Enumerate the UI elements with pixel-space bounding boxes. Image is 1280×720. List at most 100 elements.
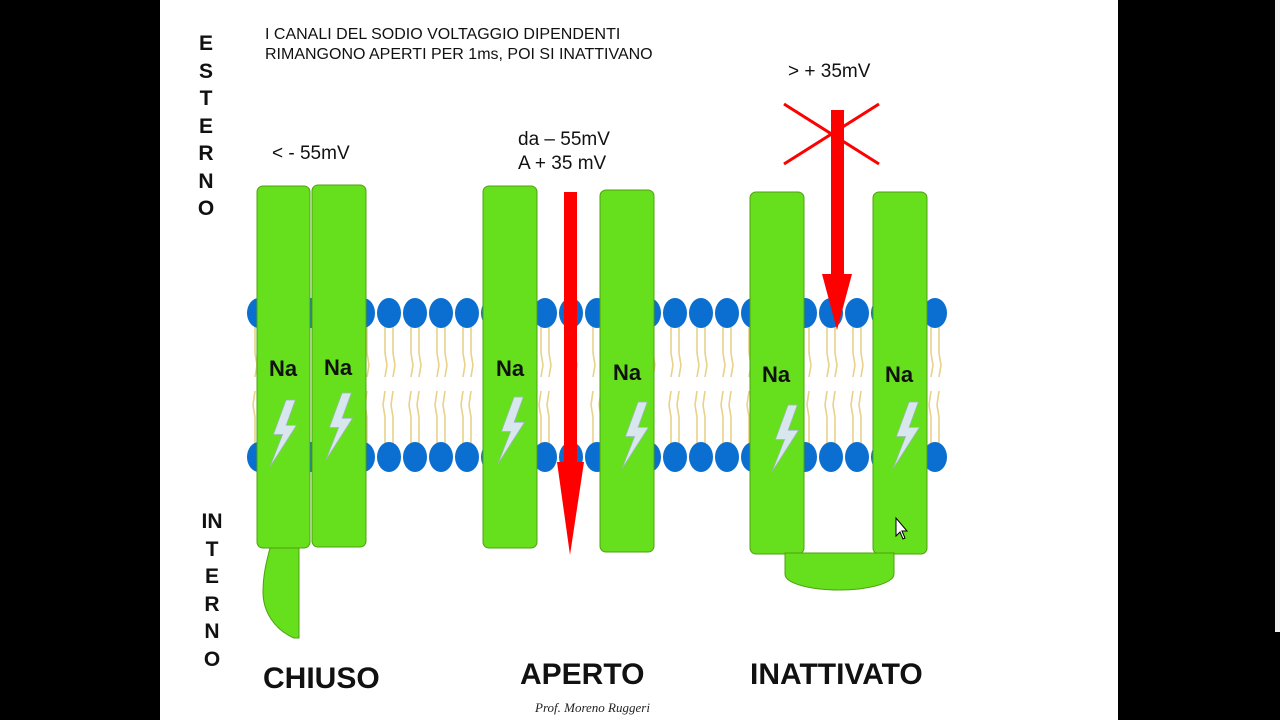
lipid-tail <box>418 327 422 378</box>
lipid-tail <box>548 327 552 378</box>
voltage-inactivated: > + 35mV <box>788 61 871 82</box>
lipid-tail <box>590 390 594 443</box>
title-line-2: RIMANGONO APERTI PER 1ms, POI SI INATTIV… <box>265 46 653 63</box>
lipid-tail <box>382 390 386 443</box>
window-edge <box>1275 0 1280 632</box>
lipid-tail <box>668 390 672 443</box>
lipid-tail <box>826 327 830 378</box>
voltage-open-line-2: A + 35 mV <box>518 153 607 174</box>
lipid-tail <box>392 327 396 378</box>
lipid-tail <box>460 390 464 443</box>
lipid-tail <box>938 327 942 378</box>
lipid-tail <box>538 390 542 443</box>
lipid-tail <box>722 327 726 378</box>
arrow-down-icon <box>557 192 584 555</box>
lipid-tail <box>860 327 864 378</box>
lipid-tail <box>746 390 750 443</box>
channel-closed <box>256 184 367 639</box>
lipid-tail <box>416 390 420 443</box>
state-inactivated-label: INATTIVATO <box>750 658 923 691</box>
lipid-tail <box>540 327 544 378</box>
na-label: Na <box>269 356 298 381</box>
lipid-head <box>533 298 557 328</box>
lipid-tail <box>928 390 932 443</box>
lipid-tail <box>858 390 862 443</box>
lipid-head <box>403 298 427 328</box>
cross-icon <box>783 102 880 166</box>
lipid-head <box>689 442 713 472</box>
channel-inactivated-subunit-left <box>749 191 805 555</box>
membrane-diagram: Na Na Na Na Na Na <box>247 102 947 639</box>
na-label: Na <box>324 355 353 380</box>
lipid-tail <box>676 390 680 443</box>
lipid-head <box>377 298 401 328</box>
voltage-closed: < - 55mV <box>272 143 350 164</box>
lipid-head <box>689 298 713 328</box>
na-label: Na <box>613 360 642 385</box>
lipid-tail <box>444 327 448 378</box>
lipid-tail <box>678 327 682 378</box>
lipid-head <box>923 298 947 328</box>
lipid-head <box>845 442 869 472</box>
lipid-tail <box>704 327 708 378</box>
channel-open-subunit-left <box>482 185 538 549</box>
arrow-down-icon <box>822 110 852 330</box>
lipid-tail <box>852 327 856 378</box>
na-label: Na <box>885 362 914 387</box>
channel-inactivated-subunit-right <box>872 191 928 555</box>
lipid-head <box>403 442 427 472</box>
lipid-tail <box>808 327 812 378</box>
title-line-1: I CANALI DEL SODIO VOLTAGGIO DIPENDENTI <box>265 26 621 43</box>
lipid-tail <box>434 390 438 443</box>
lipid-tail <box>702 390 706 443</box>
lipid-tail <box>408 390 412 443</box>
author-credit: Prof. Moreno Ruggeri <box>535 700 650 715</box>
lipid-head <box>533 442 557 472</box>
lipid-head <box>845 298 869 328</box>
lipid-tail <box>832 390 836 443</box>
lipid-tail <box>410 327 414 378</box>
lipid-head <box>715 298 739 328</box>
state-closed-label: CHIUSO <box>263 662 380 695</box>
lipid-tail <box>730 327 734 378</box>
lipid-head <box>429 298 453 328</box>
lipid-tail <box>806 390 810 443</box>
lipid-tail <box>390 390 394 443</box>
state-open-label: APERTO <box>520 658 645 691</box>
lipid-tail <box>720 390 724 443</box>
lipid-tail <box>254 327 258 378</box>
lipid-tail <box>696 327 700 378</box>
lipid-head <box>663 298 687 328</box>
lipid-tail <box>728 390 732 443</box>
lipid-tail <box>670 327 674 378</box>
lipid-tail <box>436 327 440 378</box>
inactivation-gate-closed <box>262 547 300 639</box>
lipid-head <box>455 298 479 328</box>
lipid-head <box>923 442 947 472</box>
lipid-tail <box>850 390 854 443</box>
inside-label: INTERNO <box>201 510 223 671</box>
channel-closed-subunit-right <box>311 184 367 548</box>
mouse-cursor-icon <box>895 516 909 540</box>
lipid-tail <box>252 390 256 443</box>
lipid-tail <box>834 327 838 378</box>
lipid-tail <box>462 327 466 378</box>
lipid-tail <box>694 390 698 443</box>
lipid-head <box>377 442 401 472</box>
lipid-head <box>715 442 739 472</box>
lipid-head <box>455 442 479 472</box>
lipid-tail <box>470 327 474 378</box>
lipid-head <box>429 442 453 472</box>
lipid-head <box>663 442 687 472</box>
slide: ESTERNO INTERNO I CANALI DEL SODIO VOLTA… <box>160 0 1118 720</box>
channel-inactivated <box>749 191 928 591</box>
lipid-tail <box>936 390 940 443</box>
lipid-tail <box>384 327 388 378</box>
na-label: Na <box>496 356 525 381</box>
inactivation-gate-plug <box>784 552 895 591</box>
lipid-tail <box>824 390 828 443</box>
lipid-tail <box>468 390 472 443</box>
lipid-tail <box>592 327 596 378</box>
lipid-head <box>819 442 843 472</box>
channel-open <box>482 185 655 553</box>
